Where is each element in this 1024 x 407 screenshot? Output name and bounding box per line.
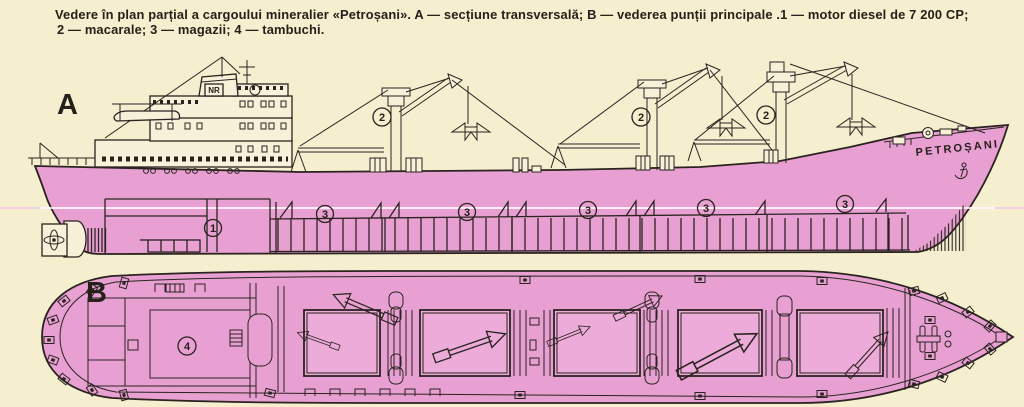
callout-hold-3c: 3 <box>578 200 598 220</box>
callout-hold-3b: 3 <box>457 202 477 222</box>
deck-crane-3 <box>687 61 986 164</box>
stern-railing <box>28 142 95 165</box>
center-pedestal <box>776 295 793 379</box>
callout-crane-2c: 2 <box>756 105 776 125</box>
svg-text:2: 2 <box>638 112 644 124</box>
funnel-icon: NR <box>198 73 239 97</box>
hold-bulkheads <box>269 197 909 253</box>
plan-deckhouse <box>87 283 441 398</box>
svg-text:3: 3 <box>464 207 470 219</box>
callout-crane-2a: 2 <box>372 107 392 127</box>
portholes <box>143 168 240 174</box>
callout-hold-3e: 3 <box>835 194 855 214</box>
cargo-hatches <box>303 309 884 377</box>
svg-text:3: 3 <box>703 203 709 215</box>
callout-engine-1: 1 <box>203 218 223 238</box>
callout-hold-3d: 3 <box>696 198 716 218</box>
view-b-label: B <box>86 277 107 309</box>
funnel-logo: NR <box>208 86 220 95</box>
plan-bulwark-line <box>59 275 1003 398</box>
hold-frames <box>269 212 911 253</box>
superstructure: NR <box>28 56 293 168</box>
view-a-label: A <box>57 89 78 121</box>
caption-line-2: 2 — macarale; 3 — magazii; 4 — tambuchi. <box>57 22 325 37</box>
ship-plan-view: 4 <box>41 270 1015 404</box>
deck-crane-1 <box>290 73 566 173</box>
svg-text:1: 1 <box>210 223 216 235</box>
windlass-icon <box>916 325 1008 353</box>
callout-hold-3a: 3 <box>315 204 335 224</box>
plan-hull <box>41 270 1015 404</box>
svg-text:3: 3 <box>585 205 591 217</box>
engine-room <box>104 198 270 254</box>
callout-hatch-4: 4 <box>177 336 197 356</box>
deck-crane-2 <box>550 63 773 171</box>
mainmast-icon <box>104 56 241 139</box>
anchor-icon <box>954 162 968 180</box>
svg-text:2: 2 <box>379 112 385 124</box>
svg-text:3: 3 <box>322 209 328 221</box>
lifeboat-icon <box>112 103 182 122</box>
superstructure-windows <box>102 86 288 162</box>
svg-text:3: 3 <box>842 199 848 211</box>
crane-pedestals-plan <box>388 291 793 385</box>
svg-text:2: 2 <box>763 110 769 122</box>
propeller-icon <box>41 223 68 257</box>
callout-crane-2b: 2 <box>631 107 651 127</box>
rudder-icon <box>63 220 87 258</box>
ship-side-view: 1 3 <box>0 56 1024 258</box>
forecastle-side <box>883 125 1005 148</box>
caption-line-1: Vedere în plan parțial a cargoului miner… <box>55 7 969 22</box>
deck-bitts-side <box>512 157 542 173</box>
svg-text:4: 4 <box>184 341 191 353</box>
bow-rake-hatching <box>914 202 966 251</box>
